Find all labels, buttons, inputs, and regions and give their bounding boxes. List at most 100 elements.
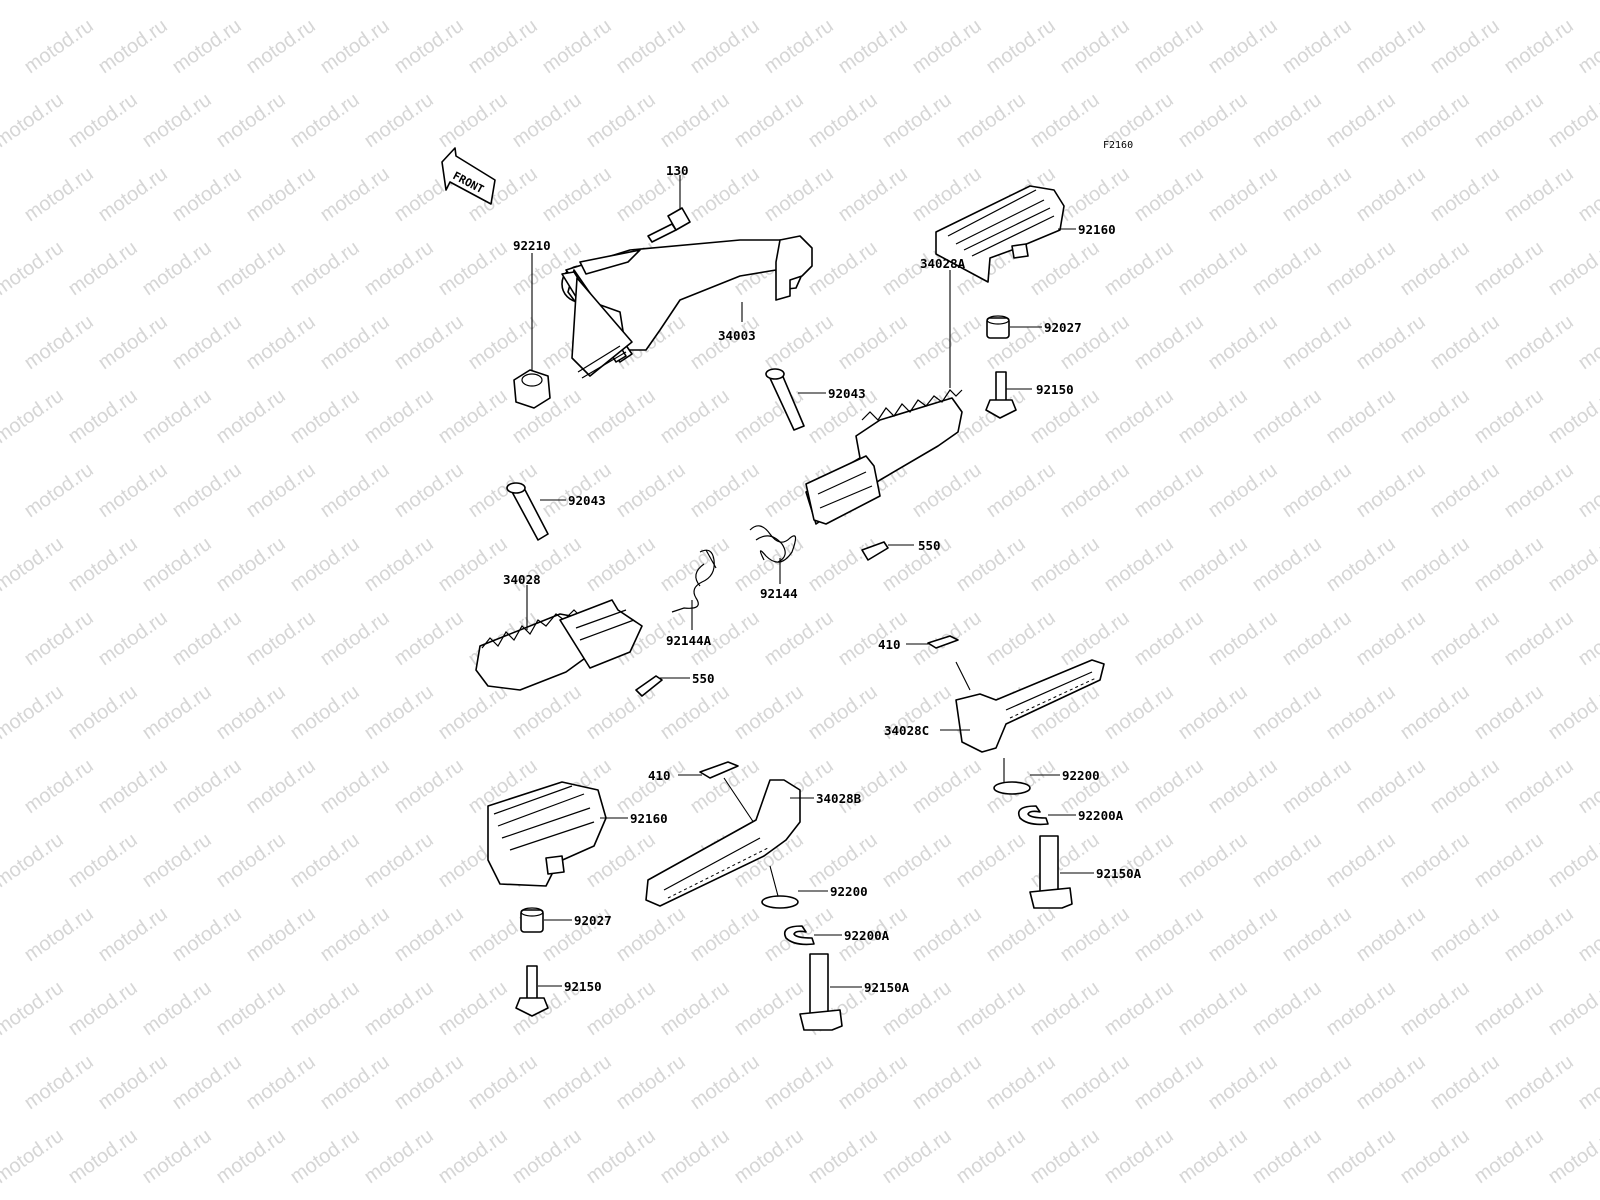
watermark-text: motod.ru [390,311,467,374]
watermark-text: motod.ru [612,15,689,78]
watermark-text: motod.ru [286,681,363,744]
watermark-text: motod.ru [686,903,763,966]
footpeg-rubber-92160-bottom [487,781,607,887]
front-arrow-icon: FRONT [441,147,496,205]
watermark-text: motod.ru [1130,607,1207,670]
watermark-text: motod.ru [286,385,363,448]
bolt-130 [647,207,691,243]
watermark-text: motod.ru [1100,829,1177,892]
watermark-text: motod.ru [1174,681,1251,744]
label-92027-bottom: 92027 [574,913,612,928]
watermark-text: motod.ru [138,829,215,892]
watermark-text: motod.ru [686,459,763,522]
watermark-text: motod.ru [1500,163,1577,226]
watermark-text: motod.ru [390,459,467,522]
nut-92210 [513,369,551,409]
watermark-text: motod.ru [1248,977,1325,1040]
watermark-text: motod.ru [538,459,615,522]
watermark-text: motod.ru [94,15,171,78]
watermark-text: motod.ru [64,237,141,300]
watermark-text: motod.ru [982,459,1059,522]
watermark-text: motod.ru [1248,89,1325,152]
watermark-text: motod.ru [656,89,733,152]
watermark-text: motod.ru [1426,1051,1503,1114]
watermark-text: motod.ru [1574,755,1600,818]
watermark-text: motod.ru [1426,311,1503,374]
label-550-right: 550 [918,538,941,553]
label-92027-top: 92027 [1044,320,1082,335]
watermark-text: motod.ru [242,163,319,226]
watermark-text: motod.ru [20,311,97,374]
watermark-text: motod.ru [1204,755,1281,818]
label-92150A-left: 92150A [864,980,910,995]
watermark-text: motod.ru [1278,1051,1355,1114]
watermark-text: motod.ru [168,459,245,522]
watermark-text: motod.ru [212,829,289,892]
footpeg-rubber-92160-top [935,185,1065,283]
watermark-text: motod.ru [1174,385,1251,448]
watermark-text: motod.ru [20,903,97,966]
watermark-text: motod.ru [1470,977,1547,1040]
watermark-text: motod.ru [316,311,393,374]
watermark-text: motod.ru [316,459,393,522]
bolt-92150-bottom [515,965,549,1017]
watermark-text: motod.ru [656,533,733,596]
watermark-text: motod.ru [242,1051,319,1114]
watermark-text: motod.ru [1204,459,1281,522]
watermark-text: motod.ru [138,977,215,1040]
watermark-text: motod.ru [1500,607,1577,670]
watermark-text: motod.ru [1322,533,1399,596]
watermark-text: motod.ru [316,15,393,78]
watermark-text: motod.ru [1204,607,1281,670]
bolt-92150-top [985,371,1017,419]
watermark-text: motod.ru [908,755,985,818]
watermark-text: motod.ru [64,533,141,596]
watermark-text: motod.ru [1544,89,1600,152]
watermark-text: motod.ru [168,1051,245,1114]
pin-92043-left [506,482,549,541]
watermark-text: motod.ru [1026,829,1103,892]
watermark-text: motod.ru [1174,237,1251,300]
watermark-text: motod.ru [1352,607,1429,670]
watermark-text: motod.ru [908,903,985,966]
watermark-text: motod.ru [1500,459,1577,522]
watermark-text: motod.ru [508,1125,585,1188]
watermark-text: motod.ru [908,15,985,78]
watermark-text: motod.ru [464,1051,541,1114]
watermark-text: motod.ru [64,977,141,1040]
watermark-text: motod.ru [1574,607,1600,670]
watermark-text: motod.ru [0,977,68,1040]
watermark-text: motod.ru [686,15,763,78]
cotter-pin-550-right [861,541,889,561]
watermark-text: motod.ru [1248,385,1325,448]
watermark-text: motod.ru [952,385,1029,448]
watermark-text: motod.ru [656,681,733,744]
watermark-text: motod.ru [1100,1125,1177,1188]
watermark-text: motod.ru [908,459,985,522]
watermark-text: motod.ru [804,829,881,892]
watermark-text: motod.ru [1056,1051,1133,1114]
watermark-text: motod.ru [0,1125,68,1188]
pin-92043-right [765,368,805,431]
watermark-text: motod.ru [20,163,97,226]
watermark-text: motod.ru [1470,237,1547,300]
watermark-text: motod.ru [1130,755,1207,818]
watermark-text: motod.ru [582,533,659,596]
watermark-text: motod.ru [242,755,319,818]
watermark-text: motod.ru [1130,311,1207,374]
watermark-text: motod.ru [582,89,659,152]
watermark-text: motod.ru [168,163,245,226]
watermark-text: motod.ru [538,15,615,78]
watermark-text: motod.ru [360,1125,437,1188]
watermark-text: motod.ru [1204,903,1281,966]
watermark-text: motod.ru [834,163,911,226]
watermark-text: motod.ru [982,607,1059,670]
watermark-text: motod.ru [1544,681,1600,744]
watermark-text: motod.ru [1574,1051,1600,1114]
watermark-text: motod.ru [1426,607,1503,670]
label-92144: 92144 [760,586,798,601]
watermark-text: motod.ru [1130,459,1207,522]
watermark-text: motod.ru [1574,903,1600,966]
label-92150-bottom: 92150 [564,979,602,994]
watermark-text: motod.ru [64,1125,141,1188]
